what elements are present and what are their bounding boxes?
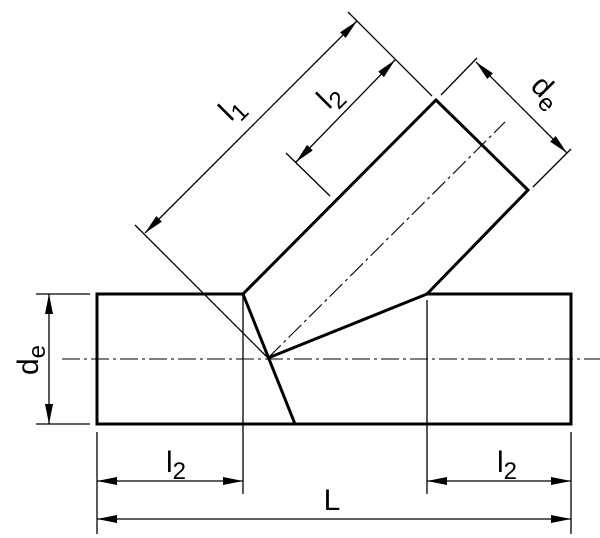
branch-lower-miter xyxy=(267,292,428,360)
branch-l1-dimension: l1 xyxy=(144,11,433,234)
main-de-label: de xyxy=(12,345,51,375)
main-de-dimension: de xyxy=(12,293,90,425)
branch-pipe xyxy=(241,97,531,360)
main-pipe-outline xyxy=(95,292,573,426)
extension-line xyxy=(532,148,572,188)
dimension-line xyxy=(475,61,568,154)
dimension-line xyxy=(295,59,396,163)
left-l2-label: l2 xyxy=(166,446,186,485)
bottom-dimensions: l2 l2 L xyxy=(96,432,572,534)
branch-centerline xyxy=(267,121,506,359)
right-l2-label: l2 xyxy=(497,446,517,485)
extension-line xyxy=(440,57,478,96)
l1-label: l1 xyxy=(213,90,255,132)
branch-l2-dimension: l2 xyxy=(285,59,396,197)
branch-outline xyxy=(241,97,531,296)
overall-L-label: L xyxy=(324,484,341,517)
branch-construction-line xyxy=(134,224,269,359)
branch-de-label: de xyxy=(520,69,569,118)
extension-line xyxy=(347,11,433,97)
dimension-line xyxy=(144,20,358,234)
extension-line xyxy=(285,152,331,197)
l2-branch-label: l2 xyxy=(311,78,353,120)
main-pipe xyxy=(62,292,600,426)
